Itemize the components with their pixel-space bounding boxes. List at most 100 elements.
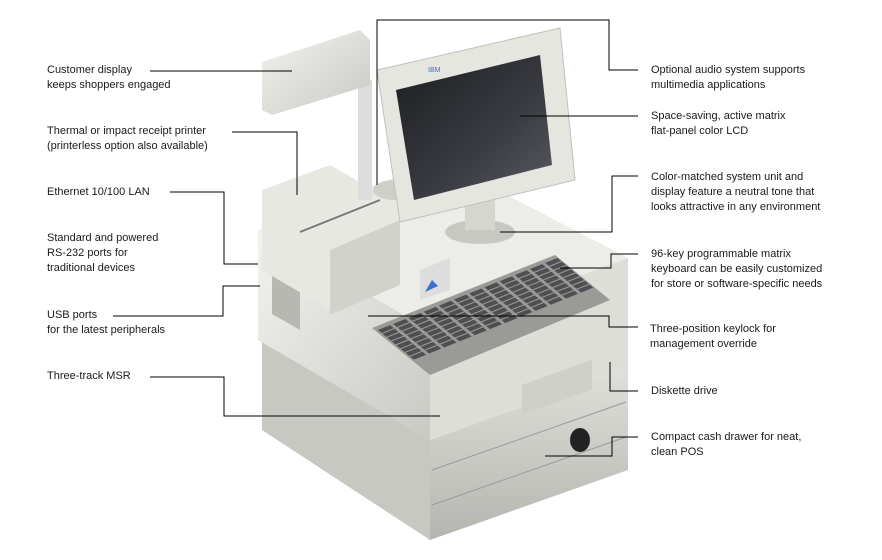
- keyboard-key: [438, 300, 455, 309]
- callout-keyboard: 96-key programmable matrix keyboard can …: [651, 247, 822, 292]
- keyboard-key: [518, 291, 534, 300]
- leader-lines: [113, 19, 638, 457]
- keyboard-key: [446, 325, 463, 334]
- keyboard-key: [486, 321, 503, 330]
- keyboard-key: [458, 298, 475, 307]
- keyboard-key: [436, 335, 452, 344]
- keyboard-key: [448, 308, 464, 317]
- keyboard-key: [519, 274, 536, 282]
- keyboard-key: [431, 331, 448, 340]
- keyboard-key: [463, 302, 480, 311]
- callout-rs232: Standard and powered RS-232 ports for tr…: [47, 231, 158, 276]
- keyboard-key: [549, 261, 566, 270]
- keyboard-key: [378, 325, 394, 334]
- keyboard-key: [473, 292, 490, 301]
- keyboard-key: [401, 344, 417, 353]
- callout-text: (printerless option also available): [47, 140, 208, 152]
- callout-text: multimedia applications: [651, 79, 766, 91]
- keyboard-key: [547, 296, 563, 305]
- keyboard-key: [489, 286, 505, 295]
- callout-text: Standard and powered: [47, 232, 159, 244]
- keyboard-key: [530, 264, 546, 273]
- keyboard-key: [469, 288, 486, 297]
- keyboard-key: [413, 316, 429, 325]
- keyboard-key: [442, 322, 458, 330]
- keyboard-key: [391, 336, 408, 345]
- callout-customer-display: Customer display keeps shoppers engaged: [47, 63, 171, 93]
- callout-text: Compact cash drawer for neat,: [651, 431, 802, 443]
- brand-logo: IBM: [428, 67, 441, 74]
- keyboard-key: [467, 306, 484, 314]
- keyboard-key: [534, 267, 551, 276]
- keyboard-key: [396, 340, 413, 349]
- keyboard-key: [522, 295, 539, 304]
- callout-text: 96-key programmable matrix: [651, 248, 791, 260]
- keyboard-key: [501, 315, 518, 324]
- keyboard-key: [577, 284, 594, 293]
- keyboard-key: [563, 273, 580, 282]
- callout-text: Thermal or impact receipt printer: [47, 125, 206, 137]
- keyboard-key: [443, 304, 460, 313]
- keyboard-key: [481, 317, 498, 326]
- callout-text: flat-panel color LCD: [651, 125, 749, 137]
- callout-text: Ethernet 10/100 LAN: [47, 186, 150, 198]
- keyboard-key: [411, 334, 428, 343]
- callout-text: display feature a neutral tone that: [651, 186, 815, 198]
- callout-text: keeps shoppers engaged: [47, 79, 171, 91]
- keyboard-key: [537, 289, 554, 298]
- keyboard-key: [483, 299, 499, 308]
- callout-text: looks attractive in any environment: [651, 201, 821, 213]
- callout-text: Optional audio system supports: [651, 64, 806, 76]
- callout-text: USB ports: [47, 309, 98, 321]
- callout-text: keyboard can be easily customized: [651, 263, 823, 275]
- keyboard-key: [513, 287, 530, 296]
- keyboard-key: [514, 270, 531, 279]
- receipt-printer: [262, 165, 450, 315]
- lcd-monitor: IBM: [376, 27, 576, 244]
- callout-keylock: Three-position keylock for management ov…: [650, 322, 776, 352]
- callout-text: for store or software-specific needs: [651, 278, 823, 290]
- callout-usb: USB ports for the latest peripherals: [47, 308, 165, 338]
- keyboard-key: [422, 324, 439, 333]
- callout-text: Three-position keylock for: [650, 323, 776, 335]
- keyboard-key: [455, 333, 472, 342]
- keyboard-key: [466, 323, 483, 332]
- keyboard-key: [461, 319, 478, 328]
- keyboard-key: [451, 329, 468, 338]
- keyboard-key: [402, 326, 419, 335]
- keyboard-key: [416, 338, 433, 346]
- keyboard-key: [542, 293, 559, 301]
- keyboard-key: [492, 307, 509, 316]
- keyboard-key: [493, 290, 510, 298]
- callout-text: management override: [650, 338, 758, 350]
- keyboard-key: [407, 330, 423, 339]
- keyboard-key: [545, 258, 562, 266]
- callout-lcd: Space-saving, active matrix flat-panel c…: [651, 109, 786, 139]
- keyboard-key: [387, 332, 404, 341]
- callout-color-matched: Color-matched system unit and display fe…: [651, 170, 820, 215]
- keyboard-key: [524, 277, 540, 286]
- callout-text: clean POS: [651, 446, 704, 458]
- keyboard-key: [559, 269, 575, 278]
- callout-text: for the latest peripherals: [47, 324, 166, 336]
- keyboard-key: [528, 281, 545, 290]
- keyboard-key: [507, 301, 524, 310]
- callout-receipt-printer: Thermal or impact receipt printer (print…: [47, 124, 208, 154]
- keyboard-key: [457, 315, 474, 324]
- keyboard-key: [408, 312, 425, 321]
- keyboard-key: [423, 306, 440, 315]
- callout-msr: Three-track MSR: [47, 369, 131, 384]
- keyboard-key: [504, 280, 521, 289]
- keyboard-key: [496, 311, 513, 320]
- callout-text: Diskette drive: [651, 385, 718, 397]
- keyboard-key: [405, 347, 422, 356]
- keyboard-key: [502, 297, 519, 306]
- keyboard-key: [410, 351, 427, 360]
- callout-audio: Optional audio system supports multimedi…: [651, 63, 805, 93]
- keyboard-key: [533, 285, 550, 294]
- keyboard-key: [393, 319, 410, 327]
- keyboard-key: [531, 302, 548, 311]
- callout-ethernet: Ethernet 10/100 LAN: [47, 185, 150, 200]
